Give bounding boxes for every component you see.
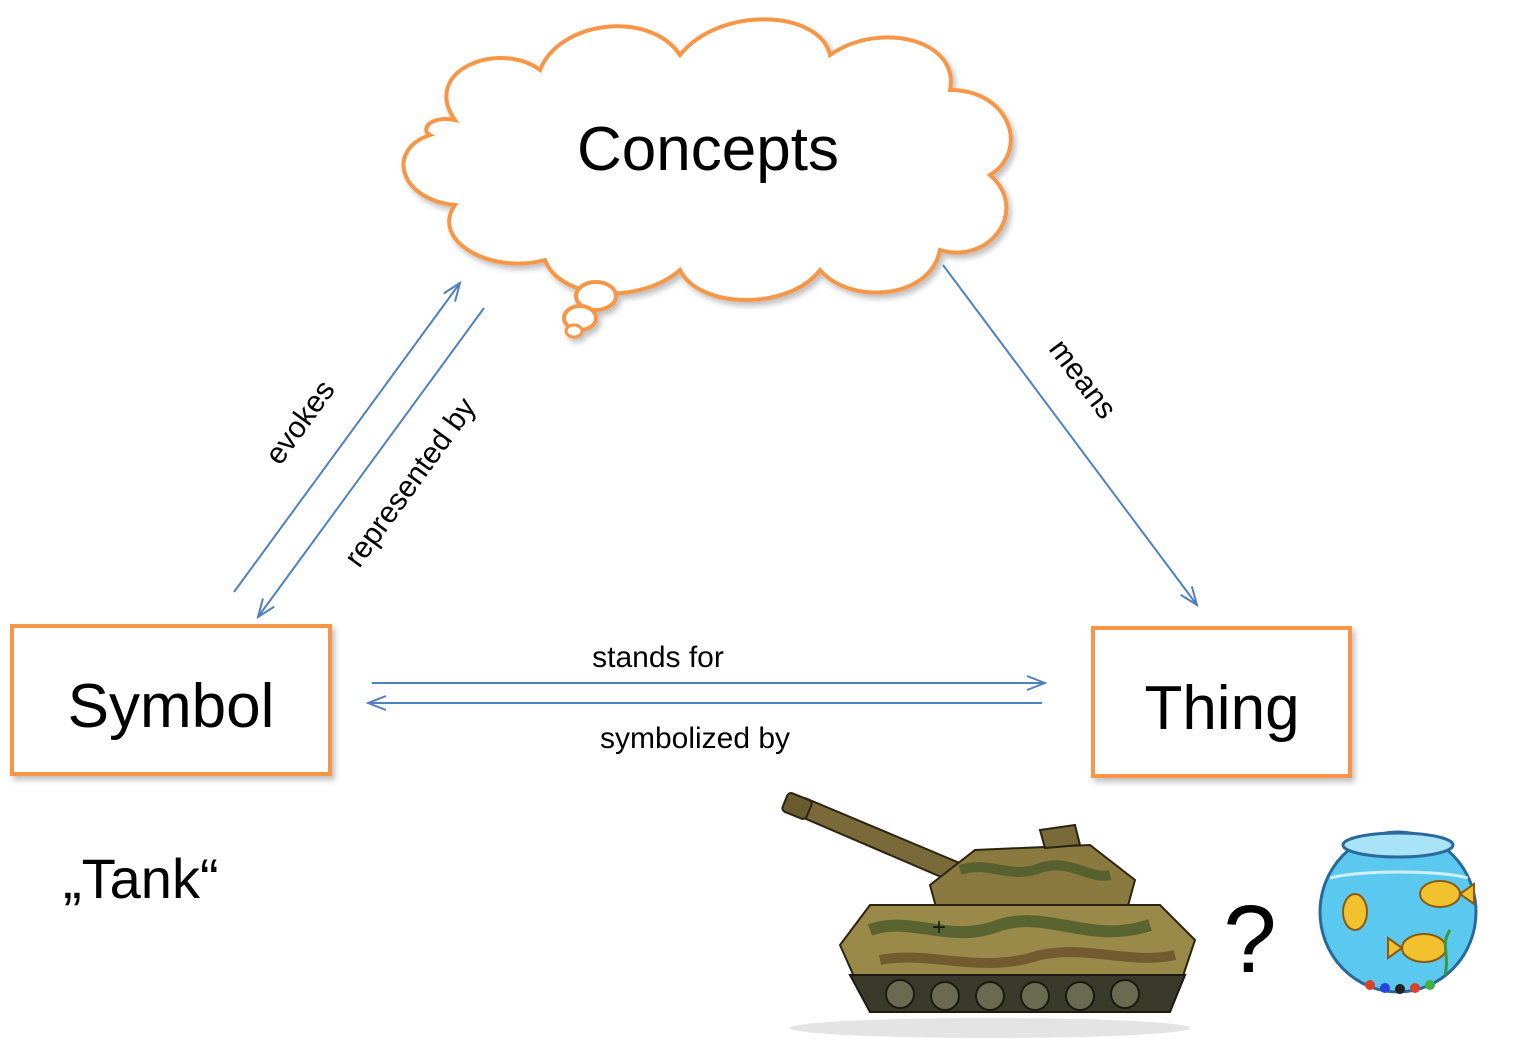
example-word: „Tank“ xyxy=(63,847,219,910)
evokes-label: evokes xyxy=(259,374,342,470)
concepts-label: Concepts xyxy=(577,115,839,184)
represented-by-arrow xyxy=(258,307,485,617)
svg-text:+: + xyxy=(932,914,946,941)
tank-icon: + xyxy=(781,792,1197,1038)
means-label: means xyxy=(1042,333,1123,425)
thing-box xyxy=(1091,626,1352,778)
concepts-cloud xyxy=(401,17,1013,339)
evokes-arrow xyxy=(233,283,460,593)
symbol-box xyxy=(10,624,332,776)
question-mark: ? xyxy=(1223,886,1276,993)
symbolized-by-label: symbolized by xyxy=(600,722,790,755)
stands-for-label: stands for xyxy=(592,641,724,674)
thing-label: Thing xyxy=(1144,674,1299,743)
means-arrow xyxy=(942,264,1197,605)
fishbowl-icon xyxy=(1318,830,1478,994)
symbol-label: Symbol xyxy=(68,672,275,741)
